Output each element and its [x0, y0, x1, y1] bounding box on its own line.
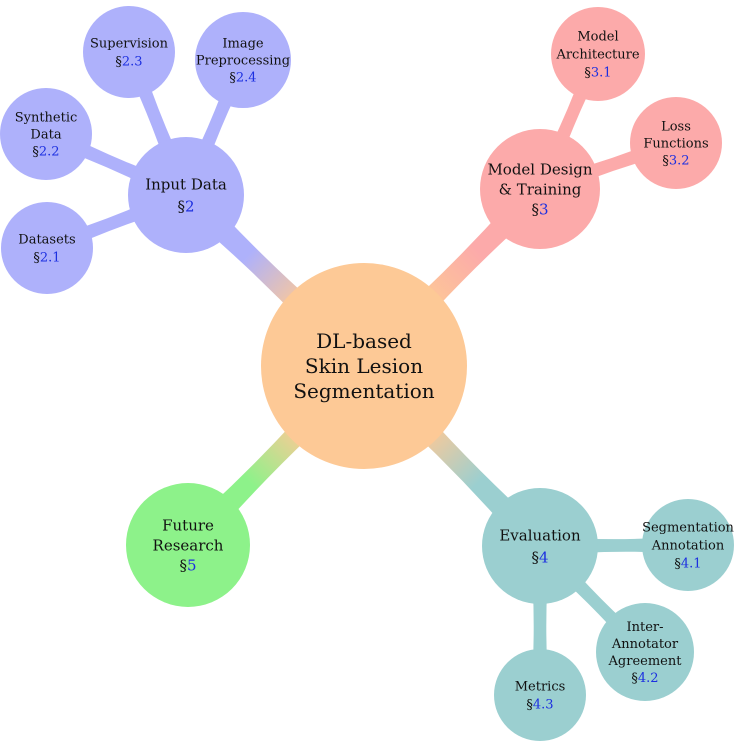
leaf-node-agreement-label-line: Agreement	[608, 654, 683, 669]
section-link[interactable]: 4.2	[638, 671, 659, 686]
section-link[interactable]: 5	[187, 556, 197, 574]
section-link[interactable]: 3	[539, 200, 549, 218]
branch-node-design-section-ref[interactable]: §3	[531, 200, 548, 218]
branch-node-evaluation-circle	[482, 488, 598, 604]
section-link[interactable]: 3.1	[591, 66, 612, 81]
leaf-node-preprocessing-label-line: Image	[222, 37, 264, 52]
section-sign: §	[179, 556, 187, 574]
section-link[interactable]: 2.4	[236, 71, 257, 86]
leaf-node-synthetic-section-ref[interactable]: §2.2	[32, 145, 59, 160]
leaf-node-annotation-label-line: Segmentation	[642, 521, 734, 536]
leaf-node-architecture-label-line: Model	[577, 30, 618, 45]
leaf-node-datasets-section-ref[interactable]: §2.1	[33, 251, 60, 266]
section-sign: §	[229, 71, 236, 86]
section-sign: §	[662, 154, 669, 169]
section-link[interactable]: 2	[185, 197, 195, 215]
leaf-node-supervision: Supervision §2.3	[83, 6, 175, 98]
section-sign: §	[115, 55, 122, 70]
leaf-node-datasets-label-line: Datasets	[18, 233, 75, 248]
center-node-label-line: Skin Lesion	[305, 354, 423, 378]
leaf-node-loss-label-line: Loss	[661, 120, 691, 135]
branch-node-design-label-line: Model Design	[487, 160, 592, 178]
leaf-node-supervision-label-line: Supervision	[90, 37, 169, 52]
section-link[interactable]: 4.3	[533, 698, 554, 713]
branch-node-future-label-line: Research	[153, 536, 224, 554]
leaf-node-synthetic-label-line: Data	[30, 128, 61, 143]
section-sign: §	[177, 197, 185, 215]
leaf-node-preprocessing-section-ref[interactable]: §2.4	[229, 71, 256, 86]
leaf-node-loss-label-line: Functions	[643, 137, 708, 152]
leaf-node-supervision-circle	[83, 6, 175, 98]
branch-node-input-label-line: Input Data	[145, 175, 227, 193]
leaf-node-datasets: Datasets §2.1	[1, 202, 93, 294]
section-link[interactable]: 2.1	[40, 251, 61, 266]
leaf-node-preprocessing-label-line: Preprocessing	[196, 54, 290, 69]
section-link[interactable]: 2.2	[39, 145, 60, 160]
section-link[interactable]: 4.1	[681, 557, 702, 572]
leaf-node-supervision-section-ref[interactable]: §2.3	[115, 55, 142, 70]
leaf-node-metrics-label-line: Metrics	[515, 680, 566, 695]
leaf-node-datasets-circle	[1, 202, 93, 294]
section-sign: §	[526, 698, 533, 713]
section-link[interactable]: 3.2	[669, 154, 690, 169]
branch-node-input-circle	[128, 137, 244, 253]
section-sign: §	[531, 200, 539, 218]
branch-node-future-section-ref[interactable]: §5	[179, 556, 196, 574]
branch-node-design-label-line: & Training	[499, 180, 582, 198]
center-node-label-line: DL-based	[316, 329, 412, 353]
center-node-label-line: Segmentation	[293, 379, 434, 403]
leaf-node-architecture-label-line: Architecture	[555, 48, 639, 63]
branch-node-design: Model Design & Training §3	[480, 129, 600, 249]
branch-node-evaluation: Evaluation §4	[482, 488, 598, 604]
leaf-node-agreement-section-ref[interactable]: §4.2	[631, 671, 658, 686]
section-link[interactable]: 2.3	[122, 55, 143, 70]
leaf-node-agreement-circle	[596, 603, 694, 701]
leaf-node-metrics-circle	[494, 649, 586, 741]
leaf-node-preprocessing-circle	[195, 12, 291, 108]
branch-node-future-circle	[126, 483, 250, 607]
branch-node-future-label-line: Future	[162, 516, 214, 534]
leaf-node-metrics: Metrics §4.3	[494, 649, 586, 741]
leaf-node-synthetic-circle	[0, 88, 92, 180]
section-link[interactable]: 4	[539, 548, 549, 566]
section-sign: §	[584, 66, 591, 81]
center-node-circle	[261, 263, 467, 469]
branch-node-design-circle	[480, 129, 600, 249]
leaf-node-loss-section-ref[interactable]: §3.2	[662, 154, 689, 169]
leaf-node-annotation-section-ref[interactable]: §4.1	[674, 557, 701, 572]
section-sign: §	[674, 557, 681, 572]
section-sign: §	[531, 548, 539, 566]
leaf-node-agreement-label-line: Annotator	[611, 637, 679, 652]
branch-node-evaluation-label-line: Evaluation	[499, 526, 581, 544]
leaf-node-annotation-circle	[642, 499, 734, 591]
section-sign: §	[631, 671, 638, 686]
leaf-node-annotation-label-line: Annotation	[651, 539, 725, 554]
branch-node-input: Input Data §2	[128, 137, 244, 253]
leaf-node-metrics-section-ref[interactable]: §4.3	[526, 698, 553, 713]
branch-node-input-section-ref[interactable]: §2	[177, 197, 194, 215]
leaf-node-loss-circle	[630, 97, 722, 189]
leaf-node-architecture-circle	[551, 7, 645, 101]
branch-node-evaluation-section-ref[interactable]: §4	[531, 548, 548, 566]
leaf-node-agreement-label-line: Inter-	[626, 620, 663, 635]
leaf-node-architecture-section-ref[interactable]: §3.1	[584, 66, 611, 81]
section-sign: §	[33, 251, 40, 266]
section-sign: §	[32, 145, 39, 160]
leaf-node-synthetic-label-line: Synthetic	[15, 111, 78, 126]
